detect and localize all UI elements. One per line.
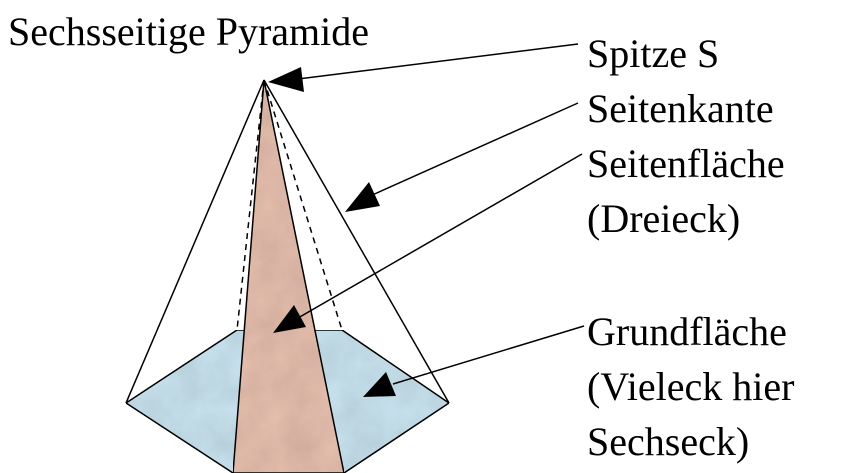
apex-label: Spitze S: [587, 31, 720, 76]
edge-pointer-line: [369, 102, 579, 197]
base-pointer-line: [392, 325, 585, 385]
edge-right: [263, 79, 450, 404]
lateral-face-sublabel: (Dreieck): [587, 196, 741, 241]
apex-arrowhead: [268, 67, 304, 92]
diagram-title: Sechsseitige Pyramide: [8, 9, 370, 54]
face-pointer-line: [297, 153, 583, 319]
base-label: Grundfläche: [587, 309, 787, 354]
base-sublabel-line2: Sechseck): [587, 419, 750, 464]
lateral-face-label: Seitenfläche: [587, 141, 785, 186]
base-sublabel-line1: (Vieleck hier: [587, 364, 795, 409]
base-arrowhead: [363, 372, 396, 397]
edge-arrowhead: [345, 182, 380, 212]
lateral-edge-label: Seitenkante: [587, 86, 774, 131]
apex-pointer-line: [289, 43, 579, 81]
lateral-face-triangle: [232, 79, 345, 473]
hidden-edge-back-left: [236, 79, 265, 331]
face-arrowhead: [273, 305, 306, 333]
edge-left: [125, 79, 265, 404]
